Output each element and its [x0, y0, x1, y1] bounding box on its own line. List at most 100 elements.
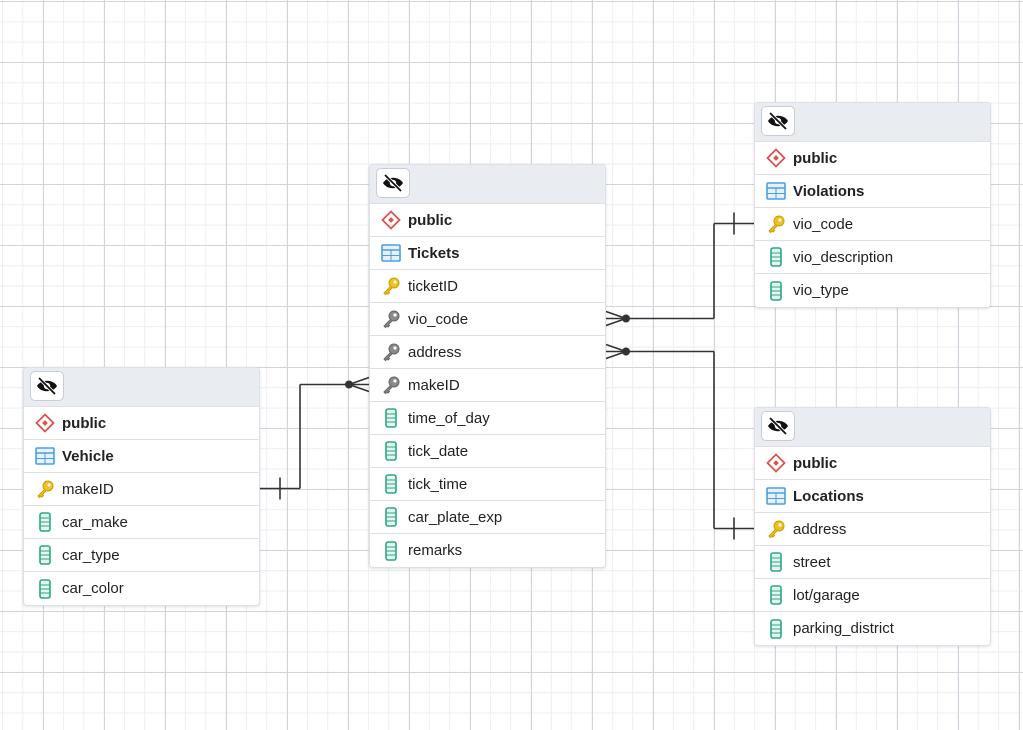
table-grid-icon: [766, 486, 786, 506]
primary-key-icon: [766, 214, 786, 234]
column-row[interactable]: vio_code: [370, 303, 605, 336]
table-name-row: Tickets: [370, 237, 605, 270]
column-icon: [35, 578, 55, 599]
schema-diamond-icon: [35, 413, 55, 433]
table-header[interactable]: [24, 368, 259, 407]
column-icon: [766, 247, 786, 267]
table-grid-icon: [766, 181, 786, 201]
column-row[interactable]: address: [755, 513, 990, 546]
crows-foot-dot: [622, 347, 630, 356]
eye-slash-icon[interactable]: [376, 168, 410, 198]
column-row[interactable]: street: [755, 546, 990, 579]
column-icon: [35, 545, 55, 565]
column-name: lot/garage: [793, 586, 860, 604]
eye-slash-icon[interactable]: [761, 411, 795, 441]
foreign-key-icon: [381, 309, 401, 329]
table-name: Vehicle: [62, 447, 114, 465]
column-name: tick_date: [408, 442, 469, 460]
column-icon: [381, 474, 401, 494]
column-row[interactable]: tick_time: [370, 468, 605, 501]
schema-diamond-icon: [766, 453, 786, 473]
column-icon: [381, 441, 401, 461]
schema-diamond-icon: [766, 148, 786, 168]
schema-name: public: [793, 454, 838, 472]
column-row[interactable]: car_color: [24, 572, 259, 605]
schema-row: public: [755, 142, 990, 175]
column-icon: [381, 540, 401, 561]
column-name: makeID: [408, 376, 460, 394]
eye-slash-icon[interactable]: [30, 371, 64, 401]
column-row[interactable]: vio_code: [755, 208, 990, 241]
table-name-row: Violations: [755, 175, 990, 208]
table-name-row: Locations: [755, 480, 990, 513]
column-icon: [381, 408, 401, 428]
schema-row: public: [24, 407, 259, 440]
column-icon: [381, 507, 401, 527]
column-row[interactable]: tick_date: [370, 435, 605, 468]
foreign-key-icon: [381, 375, 401, 395]
column-name: car_make: [62, 513, 128, 531]
column-row[interactable]: remarks: [370, 534, 605, 567]
schema-row: public: [755, 447, 990, 480]
column-icon: [766, 618, 786, 639]
column-row[interactable]: time_of_day: [370, 402, 605, 435]
crows-foot-prong: [605, 317, 627, 327]
column-row[interactable]: lot/garage: [755, 579, 990, 612]
column-row[interactable]: parking_district: [755, 612, 990, 645]
primary-key-icon: [381, 276, 401, 296]
column-name: vio_description: [793, 248, 894, 266]
column-name: makeID: [62, 480, 114, 498]
column-name: car_plate_exp: [408, 508, 503, 526]
column-icon: [766, 280, 786, 301]
column-row[interactable]: car_type: [24, 539, 259, 572]
table-name: Violations: [793, 182, 865, 200]
column-row[interactable]: makeID: [24, 473, 259, 506]
column-name: remarks: [408, 542, 463, 559]
schema-name: public: [793, 149, 838, 167]
column-name: time_of_day: [408, 409, 490, 427]
crows-foot-prong: [348, 383, 370, 393]
schema-name: public: [408, 211, 453, 229]
schema-row: public: [370, 204, 605, 237]
column-name: vio_code: [793, 215, 854, 233]
column-name: street: [793, 553, 831, 571]
column-row[interactable]: vio_description: [755, 241, 990, 274]
table-grid-icon: [35, 446, 55, 466]
column-name: parking_district: [793, 620, 894, 637]
column-name: car_type: [62, 546, 120, 564]
column-name: car_color: [62, 580, 124, 597]
column-name: address: [408, 343, 462, 361]
crows-foot-dot: [622, 314, 630, 323]
column-row[interactable]: car_plate_exp: [370, 501, 605, 534]
column-icon: [766, 552, 786, 572]
crows-foot-dot: [345, 380, 353, 389]
column-row[interactable]: vio_type: [755, 274, 990, 307]
column-name: tick_time: [408, 475, 468, 493]
crows-foot-prong: [348, 376, 370, 386]
column-row[interactable]: makeID: [370, 369, 605, 402]
table-name-row: Vehicle: [24, 440, 259, 473]
table-header[interactable]: [755, 408, 990, 447]
column-row[interactable]: ticketID: [370, 270, 605, 303]
table-header[interactable]: [370, 165, 605, 204]
eye-slash-icon[interactable]: [761, 106, 795, 136]
column-name: vio_code: [408, 310, 469, 328]
table-name: Locations: [793, 487, 864, 505]
table-grid-icon: [381, 243, 401, 263]
primary-key-icon: [35, 479, 55, 499]
column-row[interactable]: car_make: [24, 506, 259, 539]
crows-foot-prong: [605, 343, 627, 353]
schema-name: public: [62, 414, 107, 432]
column-row[interactable]: address: [370, 336, 605, 369]
column-icon: [766, 585, 786, 605]
primary-key-icon: [766, 519, 786, 539]
table-name: Tickets: [408, 244, 460, 262]
crows-foot-prong: [605, 310, 627, 320]
column-name: address: [793, 520, 847, 538]
table-header[interactable]: [755, 103, 990, 142]
column-name: vio_type: [793, 282, 849, 299]
